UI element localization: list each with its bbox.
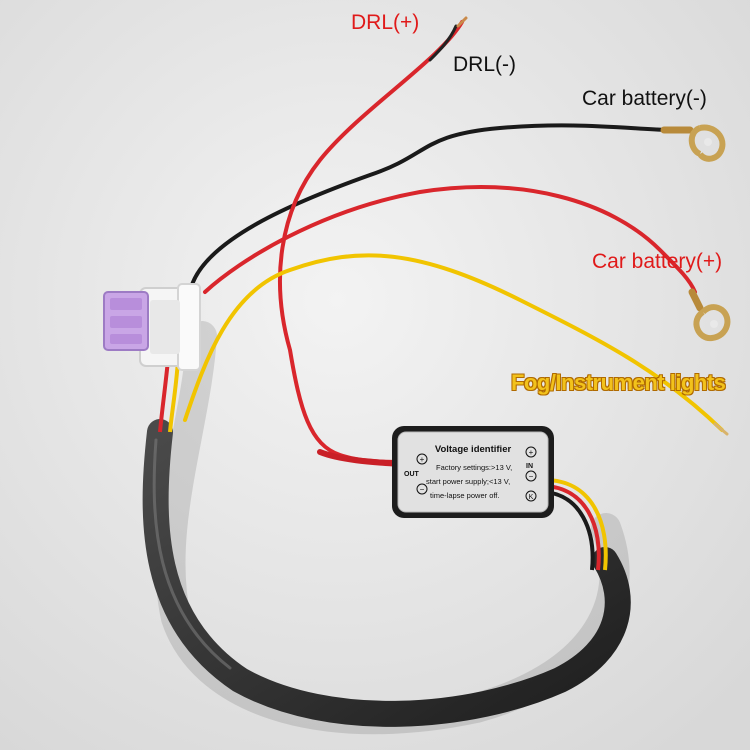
label-drl-positive: DRL(+)	[351, 11, 420, 34]
fuse-holder	[139, 283, 201, 371]
battery-pos-terminal	[688, 288, 731, 342]
fuse	[103, 291, 149, 351]
module-right-wires	[544, 478, 608, 571]
out-plus-icon	[416, 453, 428, 465]
drl-neg-wire	[428, 24, 458, 62]
module-right-black	[544, 490, 595, 571]
in-plus-symbol: +	[529, 448, 534, 457]
module-title: Voltage identifier	[435, 444, 512, 455]
in-minus-icon	[525, 470, 537, 482]
label-fog-instrument-lights: Fog/Instrument lights	[511, 370, 726, 395]
in-label: IN	[526, 463, 533, 470]
fuse-to-tube-wires	[158, 359, 170, 433]
tubing-highlight	[152, 438, 232, 670]
label-car-battery-negative: Car battery(-)	[582, 87, 707, 110]
k-icon	[525, 490, 537, 502]
yellow-wire-tip	[713, 422, 729, 436]
red-wire-battery	[203, 185, 697, 294]
drl-wire-tips	[456, 16, 468, 28]
fuse-to-tube-yellow	[168, 359, 180, 433]
out-plus-symbol: +	[420, 455, 425, 464]
in-plus-icon	[525, 446, 537, 458]
module-right-red	[544, 484, 601, 571]
label-drl-negative: DRL(-)	[453, 53, 516, 76]
module-line-1: Factory settings:>13 V,	[436, 463, 512, 472]
yellow-wire	[183, 253, 724, 432]
out-label: OUT	[404, 471, 420, 478]
label-car-battery-positive: Car battery(+)	[592, 250, 723, 273]
k-symbol: K	[529, 494, 534, 501]
out-minus-symbol: −	[420, 485, 425, 494]
module-line-3: time-lapse power off.	[430, 491, 499, 500]
black-wire	[188, 123, 670, 294]
red-wire-module	[317, 449, 403, 467]
out-minus-icon	[416, 483, 428, 495]
in-minus-symbol: −	[529, 472, 534, 481]
voltage-identifier-module: Voltage identifier Factory settings:>13 …	[392, 426, 554, 518]
module-line-2: start power supply;<13 V,	[426, 477, 510, 486]
battery-neg-terminal	[660, 124, 726, 162]
